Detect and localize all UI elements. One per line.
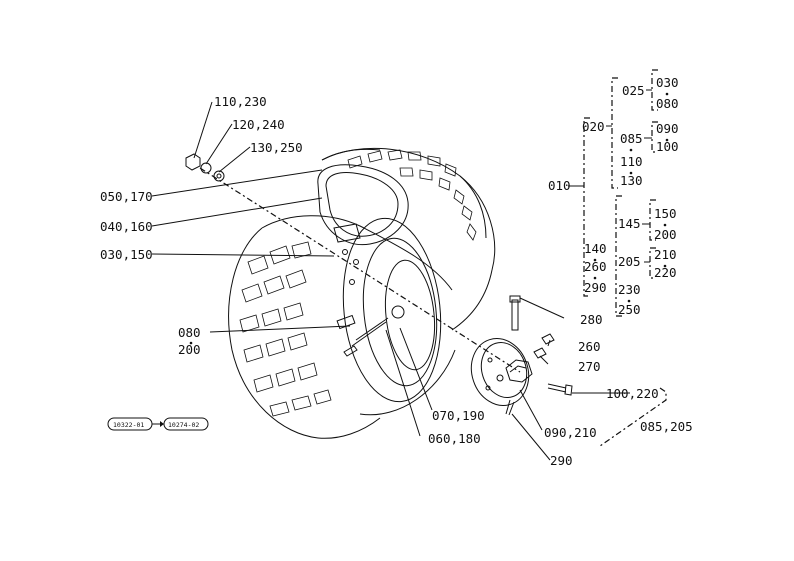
serial-to: 10274-02 bbox=[168, 421, 199, 429]
tree-080: 080 bbox=[656, 96, 679, 111]
label-080: 080 bbox=[178, 325, 201, 340]
tree-230: 230 bbox=[618, 282, 641, 297]
hub-drawing bbox=[470, 295, 573, 416]
label-130-250: 130,250 bbox=[250, 140, 303, 155]
label-280: 280 bbox=[580, 312, 603, 327]
label-050-170: 050,170 bbox=[100, 189, 153, 204]
label-200: 200 bbox=[178, 342, 201, 357]
label-100-220: 100,220 bbox=[606, 386, 659, 401]
tree-260: 260 bbox=[584, 259, 607, 274]
tree-140: 140 bbox=[584, 241, 607, 256]
serial-range: 10322-01 10274-02 bbox=[107, 417, 209, 431]
tree-110: 110 bbox=[620, 154, 643, 169]
tree-010: 010 bbox=[548, 178, 571, 193]
arrow-icon bbox=[160, 421, 164, 427]
label-270: 270 bbox=[578, 359, 601, 374]
label-120-240: 120,240 bbox=[232, 117, 285, 132]
label-290: 290 bbox=[550, 453, 573, 468]
tree-220: 220 bbox=[654, 265, 677, 280]
tree-250: 250 bbox=[618, 302, 641, 317]
label-110-230: 110,230 bbox=[214, 94, 267, 109]
serial-to-badge bbox=[163, 417, 209, 431]
tree-150: 150 bbox=[654, 206, 677, 221]
label-085-205: 085,205 bbox=[640, 419, 693, 434]
assembly-tree: 010 020 025 030 080 085 090 100 110 130 … bbox=[548, 69, 679, 317]
tree-100: 100 bbox=[656, 139, 679, 154]
bracket-085-205 bbox=[599, 387, 667, 447]
tree-020: 020 bbox=[582, 119, 605, 134]
label-090-210: 090,210 bbox=[544, 425, 597, 440]
tire-drawing bbox=[228, 147, 496, 439]
label-060-180: 060,180 bbox=[428, 431, 481, 446]
nut-washer-drawing bbox=[185, 153, 225, 182]
explode-axis bbox=[199, 167, 521, 373]
tree-130: 130 bbox=[620, 173, 643, 188]
tree-200: 200 bbox=[654, 227, 677, 242]
tree-025: 025 bbox=[622, 83, 645, 98]
separator-dot bbox=[189, 341, 193, 345]
label-030-150: 030,150 bbox=[100, 247, 153, 262]
label-040-160: 040,160 bbox=[100, 219, 153, 234]
tree-290: 290 bbox=[584, 280, 607, 295]
tree-205: 205 bbox=[618, 254, 641, 269]
tree-030: 030 bbox=[656, 75, 679, 90]
tree-090: 090 bbox=[656, 121, 679, 136]
callout-labels: 110,230 120,240 130,250 050,170 040,160 … bbox=[100, 94, 693, 468]
leader-lines bbox=[151, 101, 630, 461]
label-260: 260 bbox=[578, 339, 601, 354]
label-070-190: 070,190 bbox=[432, 408, 485, 423]
serial-from: 10322-01 bbox=[113, 421, 144, 429]
tube-drawing bbox=[317, 164, 409, 285]
tree-210: 210 bbox=[654, 247, 677, 262]
tree-085: 085 bbox=[620, 131, 643, 146]
tree-145: 145 bbox=[618, 216, 641, 231]
